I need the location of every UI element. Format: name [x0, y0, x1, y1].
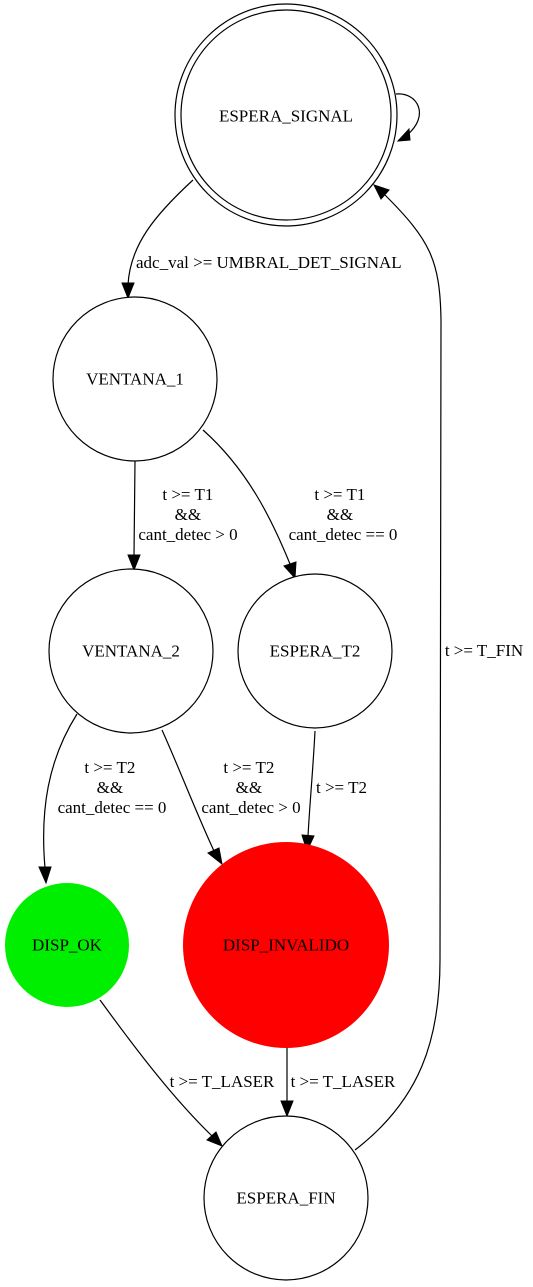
edge-disp-ok-to-espera-fin: t >= T_LASER — [99, 999, 275, 1147]
arrowhead — [283, 561, 297, 580]
edge-label-line: cant_detec == 0 — [289, 525, 398, 544]
arrowhead — [127, 554, 141, 572]
edge-label: t >= T2 && cant_detec > 0 — [201, 758, 300, 817]
edge-label: t >= T2 — [316, 778, 367, 797]
edge-label-line: cant_detec > 0 — [201, 798, 300, 817]
edge-label-line: && — [175, 505, 201, 524]
node-circle — [183, 842, 389, 1048]
edge-label-line: t >= T1 — [162, 485, 213, 504]
node-espera-signal: ESPERA_SIGNAL — [174, 3, 398, 227]
edge-path — [202, 429, 291, 565]
arrowhead — [206, 1131, 223, 1147]
arrowhead — [207, 847, 223, 866]
arrowhead — [373, 184, 390, 200]
edge-self-loop — [395, 93, 420, 142]
edge-label-line: t >= T_LASER — [170, 1072, 275, 1091]
edge-label-line: t >= T2 — [223, 758, 274, 777]
edge-label: t >= T_LASER — [170, 1072, 275, 1091]
edge-espera-fin-to-espera-signal: t >= T_FIN — [354, 184, 523, 1151]
node-circle — [48, 568, 214, 734]
node-label: ESPERA_T2 — [270, 642, 361, 661]
edge-label-line: && — [327, 505, 353, 524]
node-label: VENTANA_1 — [86, 370, 184, 389]
arrowhead — [280, 1100, 294, 1118]
edge-label-line: && — [97, 778, 123, 797]
edge-label-line: t >= T1 — [314, 485, 365, 504]
edge-path — [127, 179, 194, 286]
node-disp-invalido: DISP_INVALIDO — [183, 842, 389, 1048]
edge-label-line: t >= T2 — [84, 758, 135, 777]
arrowhead — [396, 127, 411, 142]
edge-label: t >= T1 && cant_detec > 0 — [138, 485, 237, 544]
edge-label-line: adc_val >= UMBRAL_DET_SIGNAL — [136, 253, 402, 272]
edge-ventana1-to-ventana2: t >= T1 && cant_detec > 0 — [127, 460, 238, 572]
edge-disp-invalido-to-espera-fin: t >= T_LASER — [280, 1046, 396, 1118]
node-disp-ok: DISP_OK — [5, 883, 129, 1007]
edge-label: adc_val >= UMBRAL_DET_SIGNAL — [136, 253, 402, 272]
node-label: ESPERA_FIN — [236, 1189, 335, 1208]
edge-label-line: cant_detec == 0 — [58, 798, 167, 817]
edge-label: t >= T2 && cant_detec == 0 — [58, 758, 167, 817]
node-label: DISP_INVALIDO — [223, 936, 349, 955]
edge-path — [133, 460, 136, 557]
node-circle — [52, 296, 218, 462]
node-circle — [203, 1115, 369, 1281]
node-espera-fin: ESPERA_FIN — [203, 1115, 369, 1281]
node-outer-ring — [174, 3, 398, 227]
node-circle — [237, 573, 393, 729]
node-label: VENTANA_2 — [82, 642, 180, 661]
edge-label-line: t >= T_LASER — [291, 1072, 396, 1091]
node-ventana-1: VENTANA_1 — [52, 296, 218, 462]
edge-path — [354, 194, 442, 1151]
edge-label-line: && — [236, 778, 262, 797]
edge-path — [395, 93, 420, 136]
edge-path — [161, 729, 215, 852]
arrowhead — [121, 282, 135, 300]
edge-ventana2-to-disp-invalido: t >= T2 && cant_detec > 0 — [161, 729, 301, 866]
edge-signal-to-ventana1: adc_val >= UMBRAL_DET_SIGNAL — [121, 179, 402, 300]
edge-label-line: t >= T2 — [316, 778, 367, 797]
edge-label-line: cant_detec > 0 — [138, 525, 237, 544]
edge-path — [307, 730, 316, 837]
arrowhead — [38, 866, 52, 885]
edge-label: t >= T_FIN — [445, 641, 523, 660]
edge-ventana2-to-disp-ok: t >= T2 && cant_detec == 0 — [38, 713, 167, 885]
edge-label: t >= T_LASER — [291, 1072, 396, 1091]
node-inner-ring — [180, 9, 392, 221]
edge-path — [99, 999, 213, 1137]
node-circle — [5, 883, 129, 1007]
edge-label-line: t >= T_FIN — [445, 641, 523, 660]
node-label: ESPERA_SIGNAL — [219, 107, 353, 126]
node-espera-t2: ESPERA_T2 — [237, 573, 393, 729]
edge-ventana1-to-espera-t2: t >= T1 && cant_detec == 0 — [202, 429, 398, 580]
edge-espera-t2-to-disp-invalido: t >= T2 — [301, 730, 367, 853]
node-label: DISP_OK — [32, 936, 103, 955]
arrowhead — [301, 834, 315, 853]
edge-label: t >= T1 && cant_detec == 0 — [289, 485, 398, 544]
node-ventana-2: VENTANA_2 — [48, 568, 214, 734]
edge-path — [43, 713, 78, 869]
